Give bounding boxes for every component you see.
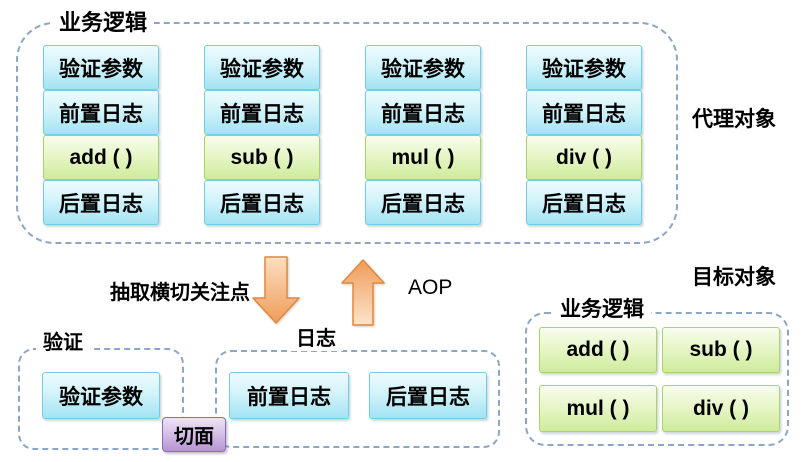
method-cell-div: div ( ) <box>662 385 780 432</box>
validate-params-cell: 验证参数 <box>365 45 481 90</box>
validation-aspect-group: 验证 验证参数 <box>18 331 184 450</box>
method-cell-mul: mul ( ) <box>539 385 657 432</box>
pre-log-cell: 前置日志 <box>229 372 349 419</box>
proxy-column-sub: 验证参数 前置日志 sub ( ) 后置日志 <box>204 45 320 225</box>
proxy-column-div: 验证参数 前置日志 div ( ) 后置日志 <box>526 45 642 225</box>
pre-log-cell: 前置日志 <box>365 90 481 135</box>
proxy-object-group: 业务逻辑 验证参数 前置日志 add ( ) 后置日志 验证参数 前置日志 su… <box>16 11 678 244</box>
aop-up-arrow-icon <box>341 259 385 326</box>
pre-log-cell: 前置日志 <box>204 90 320 135</box>
target-object-label: 目标对象 <box>692 266 776 289</box>
validation-group-label: 验证 <box>36 331 90 355</box>
post-log-cell: 后置日志 <box>365 180 481 225</box>
validate-params-cell: 验证参数 <box>42 372 160 419</box>
proxy-object-label: 代理对象 <box>692 108 776 131</box>
validate-params-cell: 验证参数 <box>43 45 159 90</box>
aspect-tag: 切面 <box>162 417 226 452</box>
proxy-column-add: 验证参数 前置日志 add ( ) 后置日志 <box>43 45 159 225</box>
logging-group-label: 日志 <box>289 327 343 351</box>
post-log-cell: 后置日志 <box>204 180 320 225</box>
validate-params-cell: 验证参数 <box>526 45 642 90</box>
method-cell-add: add ( ) <box>539 327 657 373</box>
method-cell-sub: sub ( ) <box>662 327 780 373</box>
validate-params-cell: 验证参数 <box>204 45 320 90</box>
pre-log-cell: 前置日志 <box>43 90 159 135</box>
logging-aspect-group: 日志 前置日志 后置日志 <box>215 327 500 448</box>
method-cell-sub: sub ( ) <box>204 135 320 180</box>
proxy-column-mul: 验证参数 前置日志 mul ( ) 后置日志 <box>365 45 481 225</box>
extract-down-arrow-icon <box>252 256 300 324</box>
proxy-group-label: 业务逻辑 <box>52 11 155 35</box>
method-cell-div: div ( ) <box>526 135 642 180</box>
post-log-cell: 后置日志 <box>43 180 159 225</box>
post-log-cell: 后置日志 <box>526 180 642 225</box>
target-object-group: 业务逻辑 add ( ) sub ( ) mul ( ) div ( ) <box>525 298 789 446</box>
target-group-label: 业务逻辑 <box>553 298 651 322</box>
post-log-cell: 后置日志 <box>369 372 487 419</box>
extract-crosscut-label: 抽取横切关注点 <box>110 282 250 304</box>
aop-label: AOP <box>408 276 453 299</box>
pre-log-cell: 前置日志 <box>526 90 642 135</box>
method-cell-add: add ( ) <box>43 135 159 180</box>
method-cell-mul: mul ( ) <box>365 135 481 180</box>
